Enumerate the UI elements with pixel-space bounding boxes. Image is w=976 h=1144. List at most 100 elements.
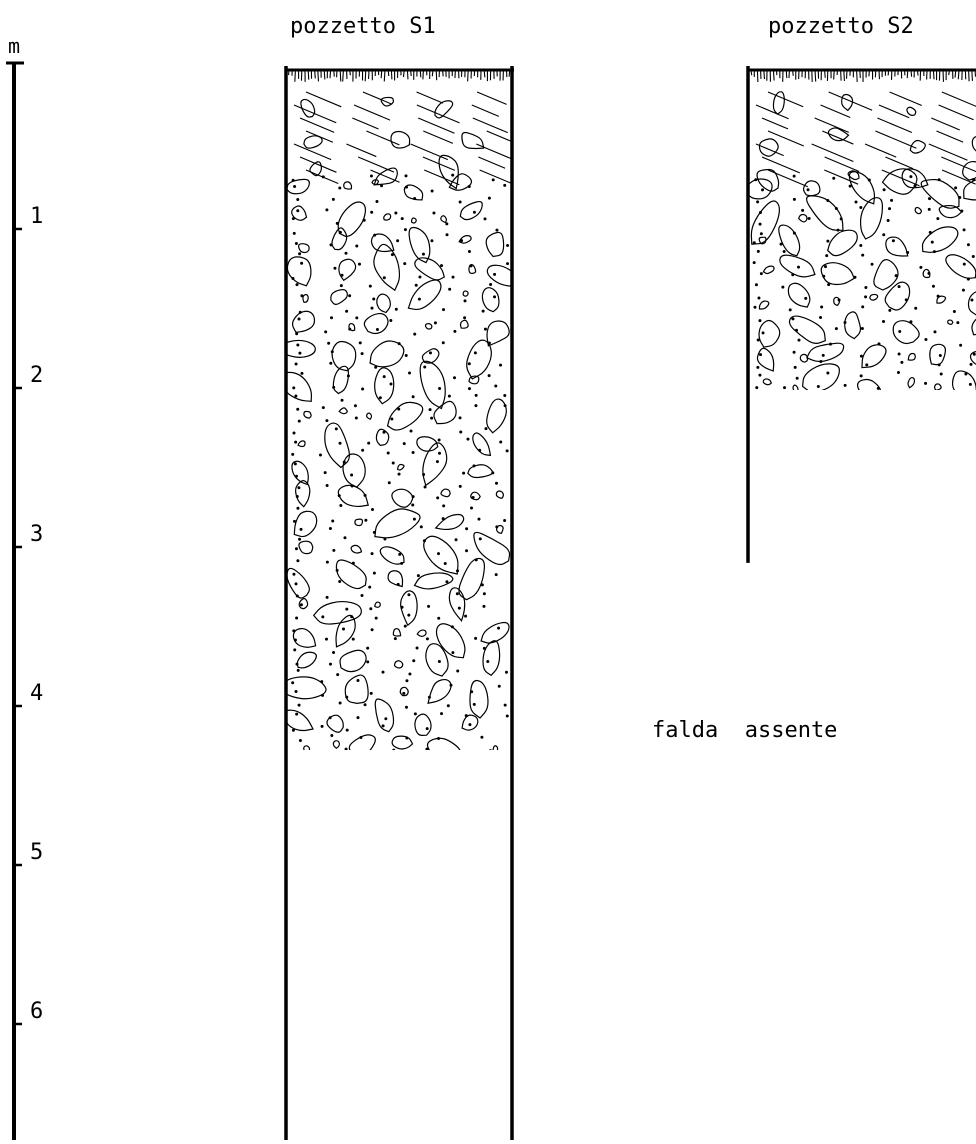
gravel-clast [459,558,484,599]
sand-dot [796,377,799,380]
gravel-clast [375,602,380,607]
sand-dot [503,184,506,187]
sand-dot [442,308,445,311]
sand-dot [291,935,294,938]
sand-dot [932,285,935,288]
sand-dot [838,472,841,475]
sand-dot [794,525,797,528]
sand-dot [968,439,971,442]
sand-dot [451,1047,454,1050]
gravel-clast [304,888,309,894]
sand-dot [761,485,764,488]
sand-dot [467,833,470,836]
sand-dot [758,553,761,556]
gravel-clast [746,427,774,459]
gravel-clast [299,244,310,253]
gravel-clast [364,314,388,334]
sand-dot [296,559,299,562]
silt-hatch-line [929,144,968,160]
sand-dot [376,878,379,881]
sand-dot [827,428,830,431]
sand-dot [426,727,429,730]
sand-dot [791,273,794,276]
sand-dot [371,628,374,631]
sand-dot [472,496,475,499]
gravel-clast [799,215,807,222]
sand-dot [963,228,966,231]
sand-dot [929,231,932,234]
sand-dot [437,552,440,555]
silt-hatch-line [822,131,853,144]
sand-dot [900,549,903,552]
sand-dot [477,1133,480,1136]
sand-dot [412,495,415,498]
sand-dot [417,574,420,577]
sand-dot [492,981,495,984]
sand-dot [329,527,332,530]
gravel-clast [294,511,316,536]
sand-dot [786,426,789,429]
sand-dot [458,607,461,610]
gravel-clast [849,172,874,204]
sand-dot [465,1099,468,1102]
sand-dot [849,185,852,188]
sand-dot [914,307,917,310]
sand-dot [760,416,763,419]
sand-dot [967,278,970,281]
sand-dot [294,639,297,642]
sand-dot [962,289,965,292]
sand-dot [878,520,881,523]
sand-dot [327,803,330,806]
sand-dot [496,791,499,794]
sand-dot [797,398,800,401]
sand-dot [816,508,819,511]
silt-hatch-line [487,131,530,149]
sand-dot [295,475,298,478]
sand-dot [457,791,460,794]
sand-dot [375,617,378,620]
sand-dot [402,692,405,695]
silt-hatch-line [890,92,922,106]
gravel-clast [276,340,316,357]
sand-dot [294,395,297,398]
sand-dot [451,625,454,628]
gravel-clast [427,791,448,817]
sand-dot [343,979,346,982]
sand-dot [453,330,456,333]
sand-dot [481,583,484,586]
sand-dot [359,341,362,344]
sand-dot [871,263,874,266]
sand-dot [883,429,886,432]
sand-dot [797,266,800,269]
sand-dot [351,484,354,487]
sand-dot [383,537,386,540]
sand-dot [481,823,484,826]
sand-dot [457,937,460,940]
sand-dot [883,188,886,191]
gravel-clast [293,311,315,332]
sand-dot [298,911,301,914]
sand-dot [436,460,439,463]
sand-dot [893,441,896,444]
sand-dot [406,970,409,973]
gravel-clast [397,908,441,934]
sand-dot [320,680,323,683]
sand-dot [291,881,294,884]
sand-dot [791,317,794,320]
sand-dot [493,273,496,276]
sand-dot [416,1099,419,1102]
sand-dot [456,1031,459,1034]
sand-dot [964,506,967,509]
sand-dot [474,404,477,407]
sand-dot [343,461,346,464]
sand-dot [323,817,326,820]
sand-dot [914,184,917,187]
sand-dot [453,877,456,880]
sand-dot [321,725,324,728]
gravel-clast [760,139,779,156]
sand-dot [789,308,792,311]
sand-dot [417,1011,420,1014]
gravel-clast [463,872,515,896]
gravel-clast [411,880,418,886]
gravel-clast [344,182,352,189]
